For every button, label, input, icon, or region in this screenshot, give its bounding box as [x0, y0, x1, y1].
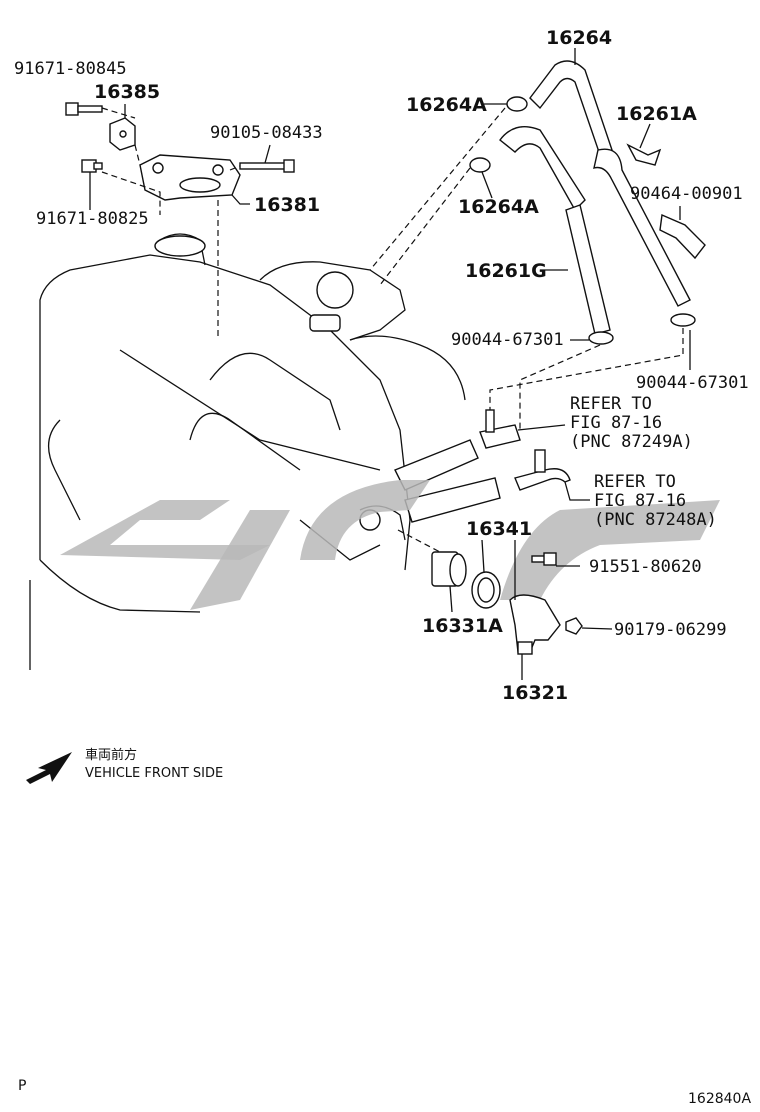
bolt-91671-80845-icon: [65, 102, 103, 116]
clip-16261A-icon: [626, 143, 662, 166]
bracket-16381-icon: [139, 154, 241, 201]
clamp-90044-right-icon: [670, 313, 696, 327]
hose-group: [369, 60, 706, 430]
label-90044-right: 90044-67301: [636, 373, 749, 393]
label-16264A-mid: 16264A: [458, 196, 539, 218]
page-letter: P: [18, 1078, 26, 1094]
label-16261A: 16261A: [616, 103, 697, 125]
watermark-logo: [60, 480, 720, 610]
label-16321: 16321: [502, 682, 568, 704]
label-16261G: 16261G: [465, 260, 547, 282]
arrow-front-icon: [26, 752, 72, 784]
ref1-line3: (PNC 87249A): [570, 432, 693, 452]
legend-english: VEHICLE FRONT SIDE: [85, 766, 223, 781]
clamp-16264A-top-icon: [506, 96, 528, 112]
clip-90464-00901-icon: [659, 213, 706, 260]
label-90179-06299: 90179-06299: [614, 620, 727, 640]
clamp-16264A-mid-icon: [469, 157, 491, 173]
label-16264: 16264: [546, 27, 612, 49]
label-16385: 16385: [94, 81, 160, 103]
label-91671-80825: 91671-80825: [36, 209, 149, 229]
ref2-line2: FIG 87-16: [594, 491, 686, 511]
gasket-16341-icon: [471, 571, 501, 609]
hose-16261A-icon: [593, 148, 691, 307]
label-16381: 16381: [254, 194, 320, 216]
label-90464-00901: 90464-00901: [630, 184, 743, 204]
label-91551-80620: 91551-80620: [589, 557, 702, 577]
bracket-group: [65, 102, 295, 340]
leader-lines: [89, 48, 691, 680]
bolt-91551-80620-icon: [531, 552, 557, 566]
label-16264A-top: 16264A: [406, 94, 487, 116]
legend-japanese: 車両前方: [85, 747, 137, 763]
pipe-group: [479, 409, 571, 491]
inlet-16321-icon: [509, 594, 561, 655]
refer-labels: REFER TO FIG 87-16 (PNC 87249A) REFER TO…: [570, 394, 717, 530]
ref2-line3: (PNC 87248A): [594, 510, 717, 530]
label-90105-08433: 90105-08433: [210, 123, 323, 143]
nut-90179-06299-icon: [565, 617, 583, 635]
thermostat-16331A-icon: [431, 551, 467, 587]
front-side-legend: 車両前方 VEHICLE FRONT SIDE: [26, 747, 223, 784]
bolt-91671-80825-icon: [81, 159, 103, 173]
ref1-line1: REFER TO: [570, 394, 652, 414]
label-91671-80845: 91671-80845: [14, 59, 127, 79]
hose-16261G-icon: [565, 204, 611, 335]
ref1-line2: FIG 87-16: [570, 413, 662, 433]
ref2-line1: REFER TO: [594, 472, 676, 492]
part-labels: 16264 16264A 16261A 90464-00901 16264A 1…: [14, 27, 749, 704]
engine-block-drawing: [29, 233, 501, 670]
bolt-90105-08433-icon: [239, 159, 295, 173]
label-90044-left: 90044-67301: [451, 330, 564, 350]
figure-code: 162840A: [688, 1091, 751, 1107]
clamp-90044-left-icon: [588, 331, 614, 345]
spacer-16385-icon: [109, 117, 136, 151]
label-16331A: 16331A: [422, 615, 503, 637]
label-16341: 16341: [466, 518, 532, 540]
